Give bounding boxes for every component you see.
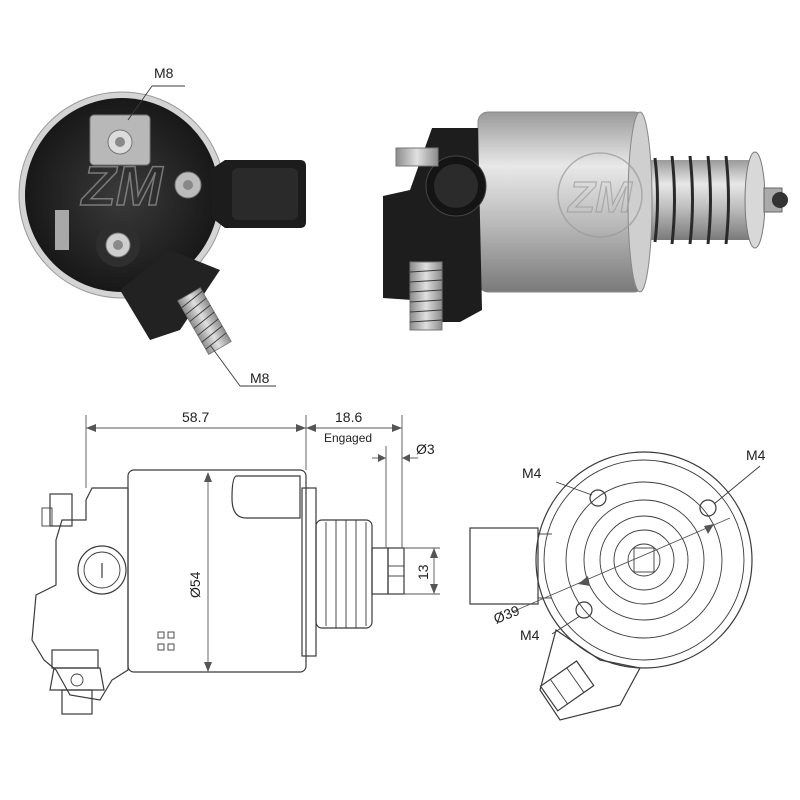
plunger-diameter-label: Ø3 xyxy=(416,441,435,457)
drawing-end-view xyxy=(469,451,761,721)
engaged-note: Engaged xyxy=(324,431,372,445)
front-bottom-thread-label: M8 xyxy=(250,370,270,386)
watermark-logo: ZM xyxy=(80,154,164,217)
mount-hole-top-right-label: M4 xyxy=(746,447,766,463)
photo-front-view: ZM xyxy=(18,85,306,387)
length-body-label: 58.7 xyxy=(182,409,209,425)
drawing-side-elevation xyxy=(31,415,440,715)
svg-text:ZM: ZM xyxy=(566,173,633,222)
mount-hole-bottom-label: M4 xyxy=(520,627,540,643)
mount-hole-top-left-label: M4 xyxy=(522,465,542,481)
body-diameter-label: Ø54 xyxy=(187,571,203,598)
front-top-thread-label: M8 xyxy=(154,65,174,81)
plunger-height-label: 13 xyxy=(415,564,431,580)
length-plunger-label: 18.6 xyxy=(335,409,362,425)
photo-side-view: ZM xyxy=(383,111,788,331)
bolt-circle-label: Ø39 xyxy=(491,602,522,627)
